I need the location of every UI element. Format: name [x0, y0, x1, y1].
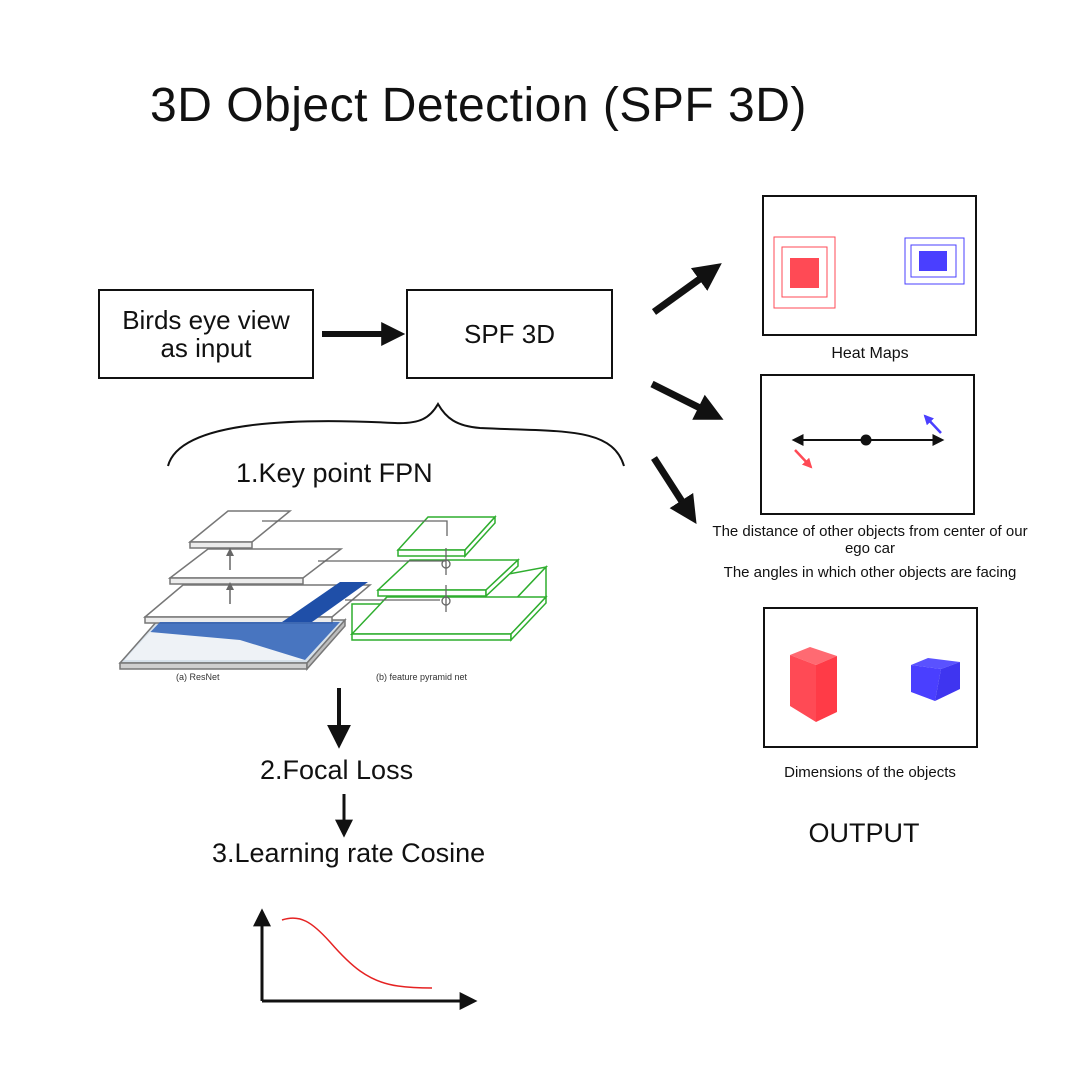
cosine-lr-plot: [253, 908, 478, 1010]
heat-maps-panel: [762, 195, 977, 336]
heat-maps-graphic: [773, 236, 965, 309]
output-label: OUTPUT: [808, 818, 920, 848]
cosine-curve: [281, 917, 433, 989]
page-title: 3D Object Detection (SPF 3D): [150, 79, 807, 132]
resnet-photo-snow: [124, 632, 305, 660]
distance-label: The distance of other objects from cente…: [712, 523, 1028, 557]
arrow-to-heatmaps-icon: [651, 263, 722, 315]
input-box-label: Birds eye view as input: [122, 305, 290, 363]
angle-label: The angles in which other objects are fa…: [723, 564, 1017, 581]
fpn-caption: (b) feature pyramid net: [376, 672, 468, 682]
arrow-to-dimensions-icon: [651, 456, 697, 525]
step-learning-rate-cosine: 3.Learning rate Cosine: [212, 838, 486, 868]
dimensions-graphic: [790, 647, 960, 722]
step-focal-loss: 2.Focal Loss: [260, 755, 414, 785]
distance-angle-graphic: [791, 414, 945, 469]
dimensions-label: Dimensions of the objects: [784, 764, 956, 781]
resnet-caption: (a) ResNet: [176, 672, 220, 682]
input-box: Birds eye view as input: [98, 289, 314, 379]
lateral-connections: [262, 520, 451, 612]
distance-angle-panel: [760, 374, 975, 515]
resnet-photo-sky: [282, 582, 368, 622]
fpn-stack: [349, 515, 549, 642]
dimensions-panel: [763, 607, 978, 748]
model-box-label: SPF 3D: [463, 318, 556, 349]
model-box: SPF 3D: [406, 289, 613, 379]
arrow-to-distance-icon: [650, 380, 724, 420]
heat-maps-label: Heat Maps: [831, 345, 909, 362]
brace-icon: [167, 401, 625, 467]
resnet-arrowheads: [226, 548, 234, 590]
step-keypoint-fpn: 1.Key point FPN: [236, 458, 433, 488]
